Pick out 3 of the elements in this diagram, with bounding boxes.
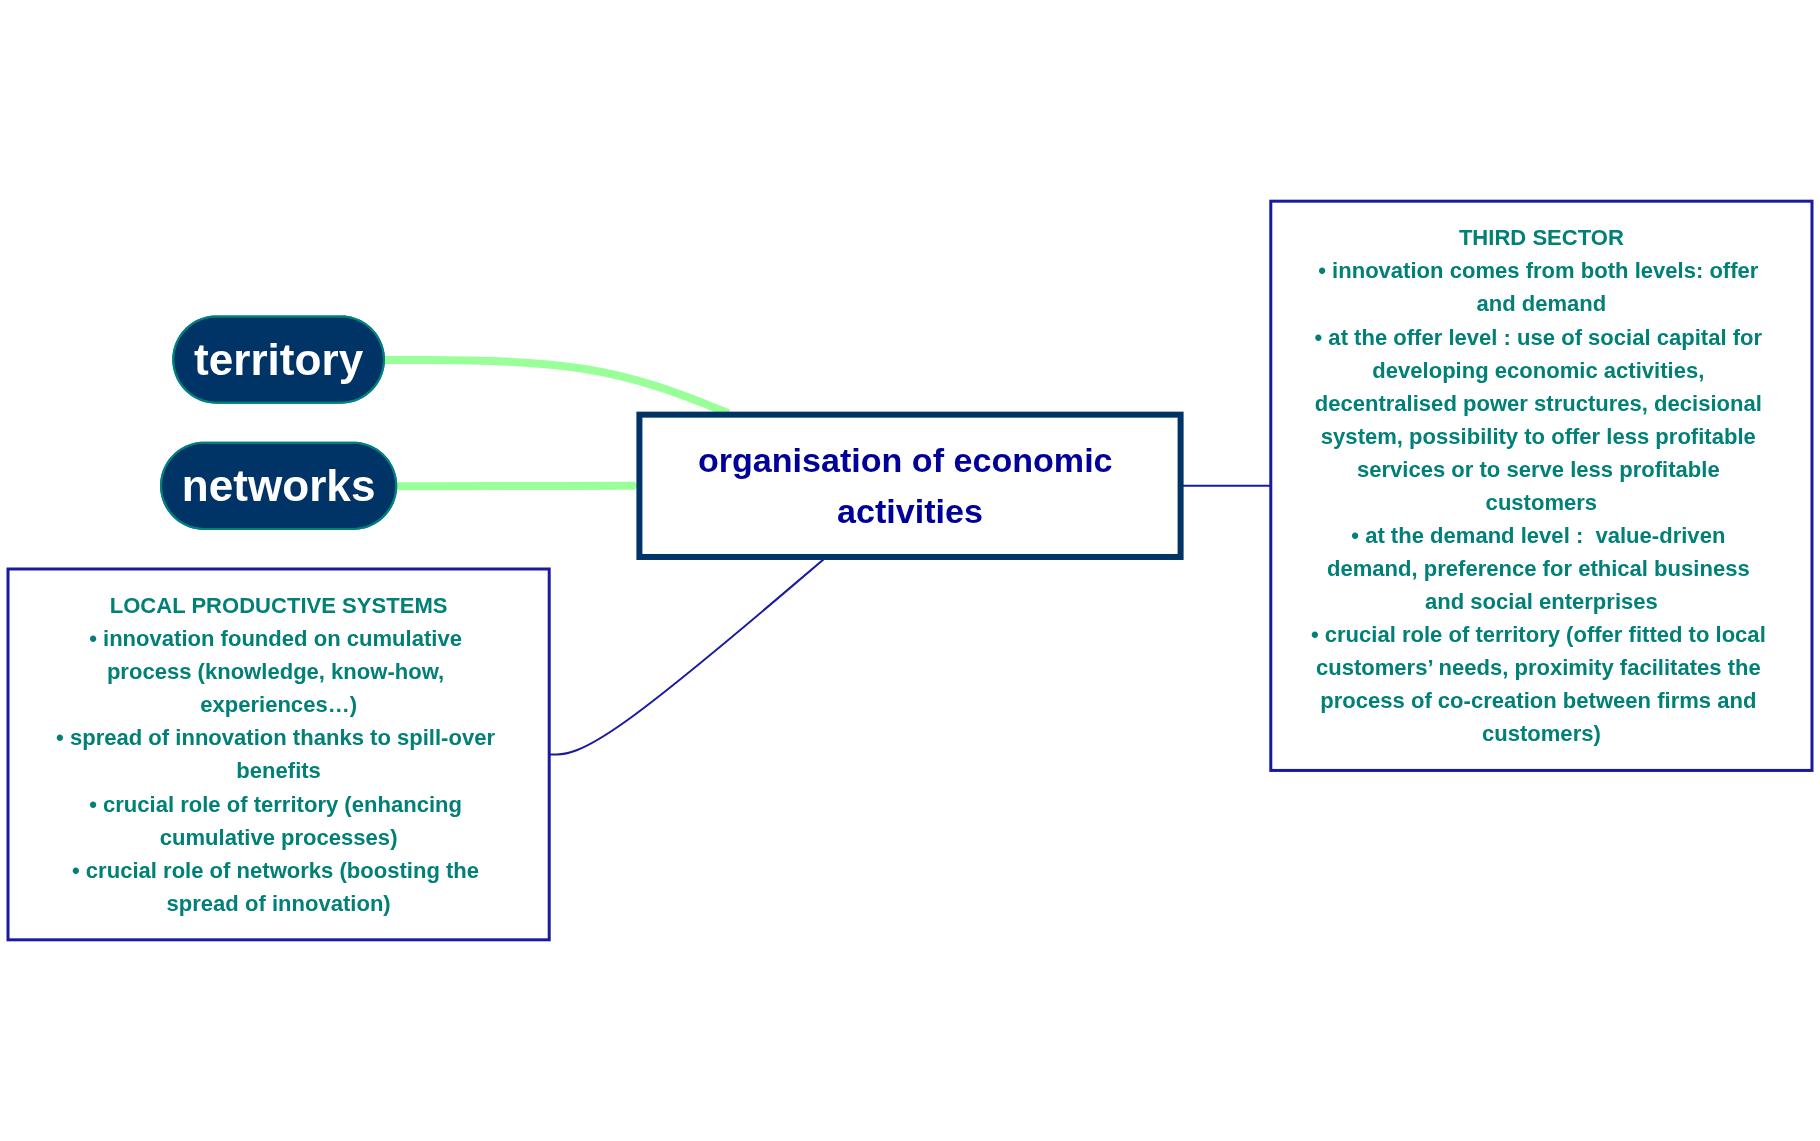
node-box: THIRD SECTOR • innovation comes from both levels: offer and demand • at the offer level : use of social capital for developing economic activities, decentralised power structures, decisional system, possibility to offer less profitable services or to serve less profitable customers • at the demand level : value-driven demand, preference for ethical business and social enterprises • crucial role of territory (offer fitted to local customers’ needs, proximity facilitates the process of co-creation between firms and customers) bbox=[1269, 199, 1814, 772]
node-box: organisation of economic activities bbox=[636, 411, 1184, 560]
node-box: LOCAL PRODUCTIVE SYSTEMS • innovation founded on cumulative process (knowledge, know-how, experiences…) • spread of innovation thanks to spill-over benefits • crucial role of territory (enhancing cumulative processes) • crucial role of networks (boosting the spread of innovation) bbox=[6, 567, 551, 942]
